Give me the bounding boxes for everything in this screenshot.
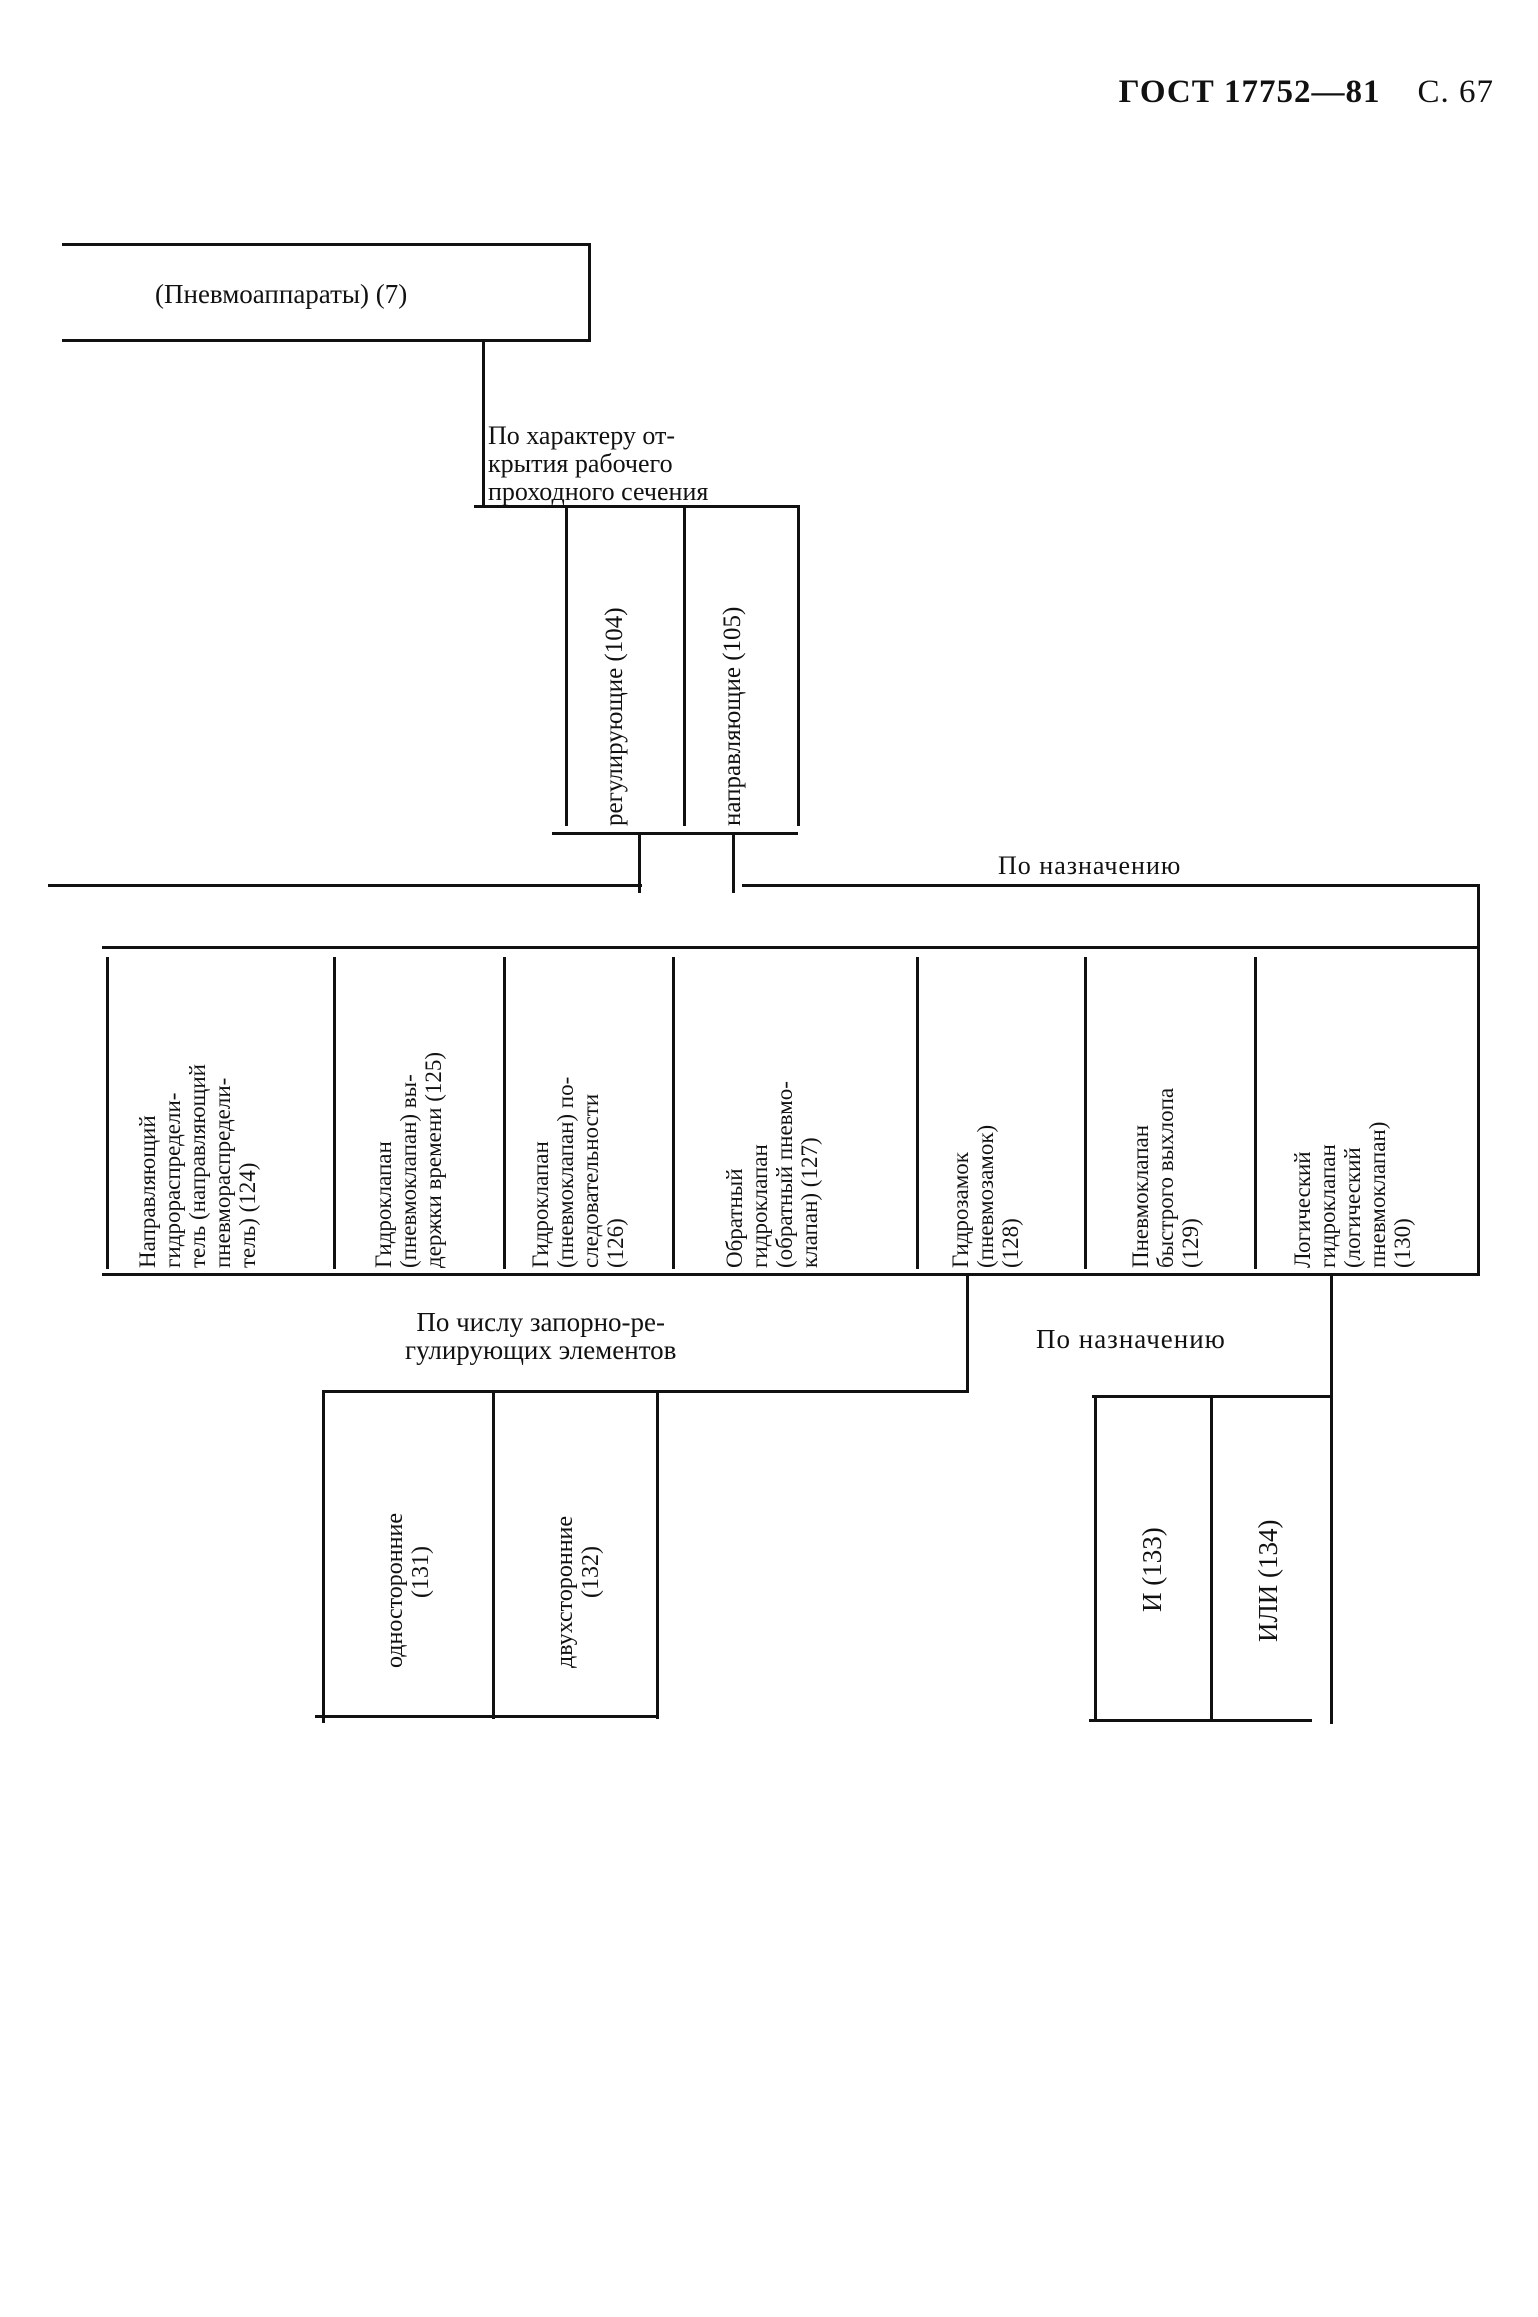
level2-criterion-line [48,884,642,887]
level2-divider [1084,957,1087,1269]
level2-item: Логический гидроклапан (логический пневм… [1290,1121,1415,1268]
level1-divider [797,508,800,826]
level3b-top-line [1092,1395,1333,1398]
level3b-item: ИЛИ (134) [1253,1519,1283,1642]
level3b-divider [1210,1398,1213,1720]
level3b-criterion: По назначению [1036,1324,1226,1354]
page-header: ГОСТ 17752—81 С. 67 [1119,74,1494,111]
level1-item: направляющие (105) [719,606,746,826]
connector [966,1276,969,1392]
level2-divider [672,957,675,1269]
level1-divider [683,508,686,826]
level2-item: Гидроклапан (пневмоклапан) по- следовате… [528,1076,628,1268]
root-bottom-line [62,339,590,342]
connector [732,835,735,893]
level1-bottom-line [552,832,798,835]
level3a-divider [656,1393,659,1719]
level2-item: Направляющий гидрораспредели- тель (напр… [135,1064,260,1268]
connector [1330,1276,1333,1724]
level1-top-line [474,505,800,508]
level3a-bottom-line [315,1715,659,1718]
level3a-item: односторонние (131) [382,1513,434,1668]
page-number: С. 67 [1417,74,1494,110]
level2-item: Обратный гидроклапан (обратный пневмо- к… [722,1081,822,1268]
level2-criterion-line [742,884,1480,887]
level2-right-line [1477,884,1480,1276]
level3a-top-line [322,1390,969,1393]
level3a-item: двухсторонние (132) [552,1515,604,1668]
level1-item: регулирующие (104) [601,607,628,826]
gost-number: ГОСТ 17752—81 [1118,74,1381,110]
connector [638,835,641,893]
level2-divider [1254,957,1257,1269]
level3a-left-line [322,1390,325,1723]
level2-divider [333,957,336,1269]
level3a-criterion: По числу запорно-ре- гулирующих элементо… [405,1307,677,1365]
level2-bottom-line [102,1273,1480,1276]
level3b-bottom-line [1089,1719,1312,1722]
level2-item: Гидрозамок (пневмозамок) (128) [948,1124,1023,1268]
level1-divider [565,508,568,826]
level2-divider [106,957,109,1269]
root-label: (Пневмоаппараты) (7) [155,279,408,309]
root-right-line [588,243,591,342]
level2-item: Пневмоклапан быстрого выхлопа (129) [1128,1087,1203,1268]
root-stem [482,342,485,507]
level3b-left-line [1094,1398,1097,1720]
level3a-divider [492,1393,495,1719]
level2-divider [503,957,506,1269]
level3b-item: И (133) [1137,1527,1167,1612]
level2-item: Гидроклапан (пневмоклапан) вы- держки вр… [371,1051,446,1268]
root-top-line [62,243,590,246]
level2-criterion: По назначению [998,851,1182,880]
level2-divider [916,957,919,1269]
level2-top-line [102,946,1480,949]
level1-criterion: По характеру от- крытия рабочего проходн… [488,421,709,506]
